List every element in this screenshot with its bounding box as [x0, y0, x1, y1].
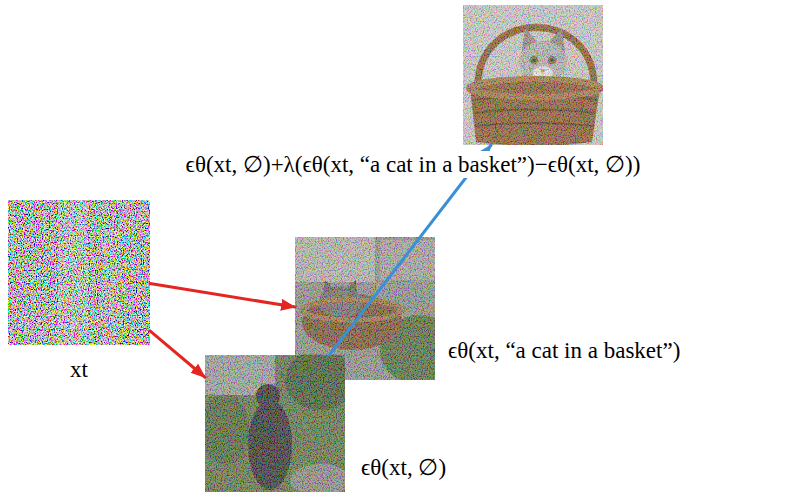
formula-label: ϵθ(xt, “a cat in a basket”) — [445, 337, 683, 364]
faint-shape — [58, 200, 88, 345]
guided-image — [463, 5, 603, 145]
noise-overlay — [205, 355, 345, 492]
formula-label: ϵθ(xt, ∅)+λ(ϵθ(xt, “a cat in a basket”)−… — [183, 151, 644, 178]
noisy-input: xt — [8, 200, 150, 345]
formula-label: xt — [67, 356, 91, 383]
guidance-arrow — [150, 331, 205, 377]
unconditional-image — [205, 355, 345, 492]
conditional-prediction: ϵθ(xt, “a cat in a basket”) — [295, 237, 435, 380]
unconditional-prediction: ϵθ(xt, ∅) — [205, 355, 345, 492]
noise-image — [8, 200, 150, 345]
noise-overlay — [463, 5, 603, 145]
guidance-arrow — [150, 283, 295, 307]
image-ground — [205, 355, 345, 492]
formula-label: ϵθ(xt, ∅) — [358, 454, 449, 481]
faint-shape — [102, 230, 118, 345]
noise-field — [8, 200, 150, 345]
guided-result: ϵθ(xt, ∅)+λ(ϵθ(xt, “a cat in a basket”)−… — [463, 5, 603, 145]
image-ground — [463, 5, 603, 145]
